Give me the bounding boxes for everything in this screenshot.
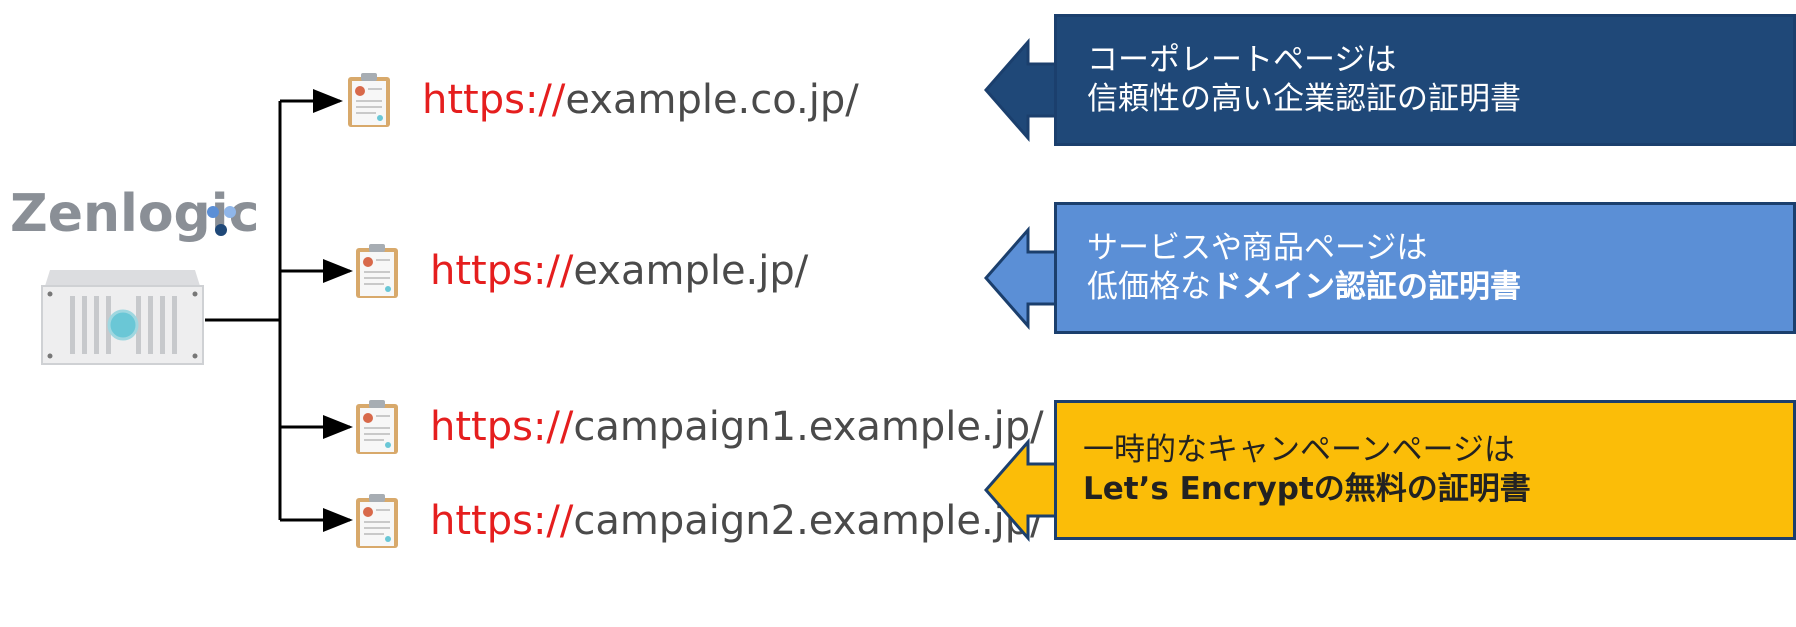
callout-box: コーポレートページは 信頼性の高い企業認証の証明書 — [1054, 14, 1796, 146]
arrow-left-icon — [984, 226, 1064, 330]
certificate-icon — [356, 244, 398, 298]
callout-box: 一時的なキャンペーンページは Let’s Encryptの無料の証明書 — [1054, 400, 1796, 540]
url-text: https://campaign1.example.jp/ — [430, 404, 1044, 450]
callout-campaign: 一時的なキャンペーンページは Let’s Encryptの無料の証明書 — [1054, 400, 1796, 540]
url-text: https://example.co.jp/ — [422, 77, 859, 123]
certificate-icon — [356, 400, 398, 454]
callout-corporate: コーポレートページは 信頼性の高い企業認証の証明書 — [1054, 14, 1796, 146]
url-text: https://campaign2.example.jp/ — [430, 498, 1044, 544]
arrow-left-icon — [984, 38, 1064, 142]
server-icon — [41, 270, 204, 365]
certificate-icon — [348, 73, 390, 127]
url-row-corporate: https://example.co.jp/ — [346, 72, 859, 128]
url-row-campaign2: https://campaign2.example.jp/ — [354, 493, 1044, 549]
callout-box: サービスや商品ページは 低価格なドメイン認証の証明書 — [1054, 202, 1796, 334]
callout-line1: 一時的なキャンペーンページは — [1083, 432, 1515, 469]
url-row-service: https://example.jp/ — [354, 243, 808, 299]
logo-dots-icon — [207, 206, 236, 236]
arrow-left-icon — [984, 438, 1064, 542]
callout-line2: Let’s Encryptの無料の証明書 — [1083, 471, 1531, 507]
callout-service: サービスや商品ページは 低価格なドメイン認証の証明書 — [1054, 202, 1796, 334]
certificate-icon — [356, 494, 398, 548]
url-row-campaign1: https://campaign1.example.jp/ — [354, 399, 1044, 455]
url-text: https://example.jp/ — [430, 248, 809, 294]
callout-line2: 低価格なドメイン認証の証明書 — [1087, 269, 1521, 305]
callout-line1: コーポレートページは — [1087, 42, 1397, 79]
callout-line2: 信頼性の高い企業認証の証明書 — [1087, 81, 1521, 117]
callout-line1: サービスや商品ページは — [1087, 230, 1428, 267]
